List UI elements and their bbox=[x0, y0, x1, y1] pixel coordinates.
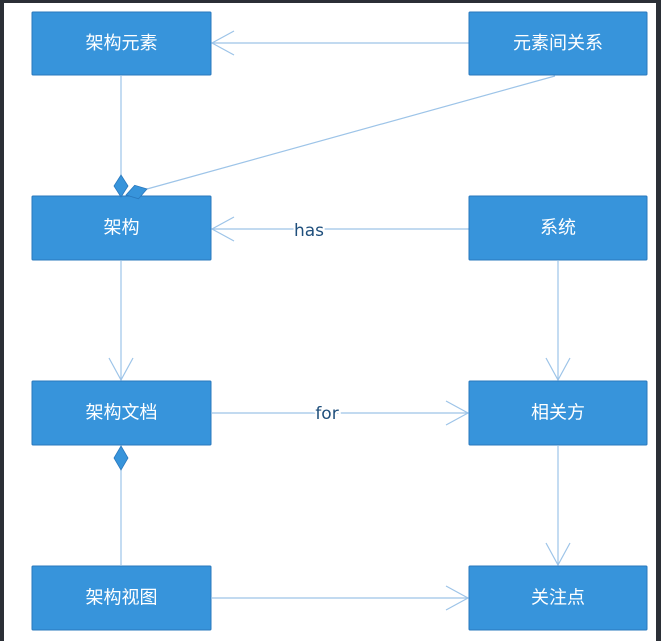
drawing-area bbox=[4, 3, 656, 641]
edge-label-has: has bbox=[294, 221, 324, 241]
node-stakeholder: 相关方 bbox=[468, 380, 648, 446]
edge-system-to-architecture: has bbox=[210, 216, 469, 243]
node-label: 架构 bbox=[104, 218, 140, 239]
node-concern: 关注点 bbox=[468, 565, 648, 631]
aggregation-diamond-icon bbox=[125, 184, 148, 200]
edges: has for bbox=[108, 30, 571, 611]
node-element-relation: 元素间关系 bbox=[468, 11, 648, 76]
open-arrow-icon bbox=[545, 542, 571, 567]
diamonds bbox=[113, 174, 148, 471]
node-arch-view: 架构视图 bbox=[31, 565, 212, 631]
edge-element-relation-to-architecture bbox=[146, 75, 556, 190]
open-arrow-icon bbox=[108, 357, 134, 382]
edge-element-relation-to-arch-element bbox=[210, 30, 469, 56]
edge-architecture-to-arch-doc bbox=[108, 261, 134, 382]
node-label: 系统 bbox=[540, 218, 576, 239]
nodes: 架构元素 元素间关系 架构 系统 架构文档 相关方 架构视图 关注点 bbox=[31, 11, 648, 631]
edge-system-to-stakeholder bbox=[545, 261, 571, 382]
node-system: 系统 bbox=[468, 195, 648, 261]
node-label: 架构文档 bbox=[86, 403, 158, 424]
node-label: 相关方 bbox=[531, 403, 585, 424]
open-arrow-icon bbox=[545, 357, 571, 382]
open-arrow-icon bbox=[210, 216, 235, 242]
edge-arch-view-to-concern bbox=[212, 585, 470, 611]
node-label: 架构视图 bbox=[86, 588, 158, 609]
open-arrow-icon bbox=[445, 400, 470, 426]
edge-arch-doc-to-stakeholder: for bbox=[212, 400, 470, 426]
open-arrow-icon bbox=[445, 585, 470, 611]
composition-diamond-icon bbox=[113, 174, 129, 198]
node-arch-element: 架构元素 bbox=[31, 11, 212, 76]
node-label: 元素间关系 bbox=[513, 33, 603, 54]
edge-label-for: for bbox=[315, 404, 338, 424]
node-label: 关注点 bbox=[531, 588, 585, 609]
node-arch-doc: 架构文档 bbox=[31, 380, 212, 446]
node-label: 架构元素 bbox=[86, 33, 158, 54]
node-architecture: 架构 bbox=[31, 195, 212, 261]
open-arrow-icon bbox=[210, 30, 235, 56]
edge-stakeholder-to-concern bbox=[545, 446, 571, 567]
composition-diamond-icon bbox=[113, 445, 129, 471]
